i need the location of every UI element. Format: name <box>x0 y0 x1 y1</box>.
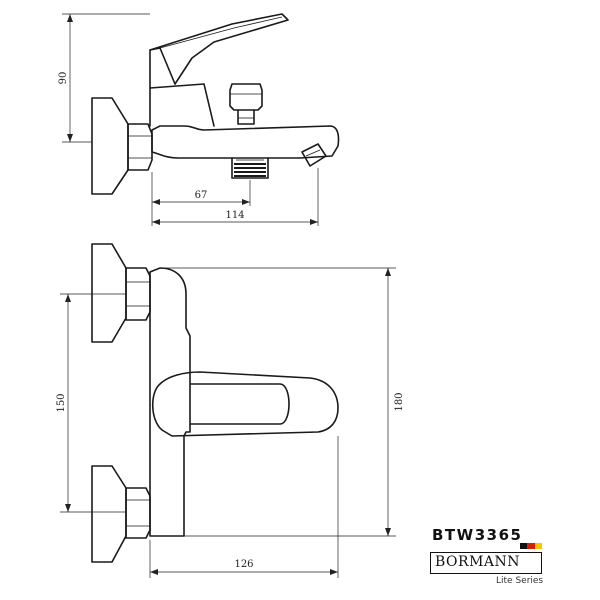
front-lever-handle <box>151 371 339 437</box>
dim-side-depth: 114 <box>225 210 244 221</box>
flag-stripe-1 <box>520 543 528 549</box>
front-top-flange <box>91 243 127 343</box>
flag-stripe-3 <box>534 543 542 549</box>
dim-side-height: 90 <box>58 72 69 85</box>
front-bottom-flange <box>91 465 127 563</box>
front-bottom-hex <box>125 487 151 539</box>
side-spout-body <box>151 125 340 159</box>
brand-logo: BORMANN <box>430 552 542 574</box>
side-dimensions: 90 67 114 <box>58 13 319 226</box>
dim-side-spout-offset: 67 <box>195 190 208 201</box>
flag-stripes <box>520 543 542 549</box>
flag-stripe-2 <box>527 543 535 549</box>
brand-name: BORMANN <box>435 554 521 570</box>
side-lever-base <box>149 83 215 127</box>
side-hose-outlet <box>231 157 269 179</box>
side-diverter-knob <box>229 83 263 111</box>
front-view <box>91 243 339 563</box>
dim-front-width: 126 <box>234 559 253 570</box>
series-label: Lite Series <box>496 576 544 586</box>
front-body <box>149 267 191 537</box>
side-hex-nut <box>127 123 153 171</box>
dim-front-height: 180 <box>394 392 405 411</box>
side-view <box>91 13 340 195</box>
side-lever-handle <box>149 13 289 85</box>
side-wall-flange <box>91 97 129 195</box>
side-aerator <box>301 143 327 167</box>
dim-front-centers: 150 <box>56 393 67 412</box>
model-code: BTW3365 <box>432 526 523 544</box>
front-dimensions: 150 180 126 <box>56 267 405 578</box>
front-top-hex <box>125 267 151 321</box>
